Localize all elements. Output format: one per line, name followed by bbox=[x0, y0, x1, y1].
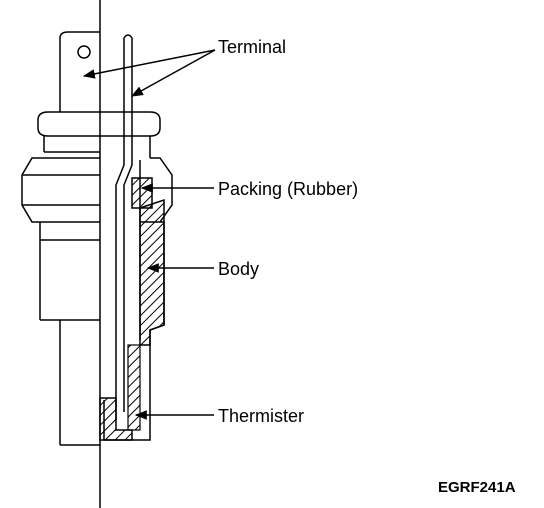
outer-terminal-top bbox=[59, 31, 100, 50]
packing-label: Packing (Rubber) bbox=[218, 179, 359, 199]
thermister-label: Thermister bbox=[218, 406, 305, 426]
body-hatched bbox=[139, 198, 165, 346]
figure-code: EGRF241A bbox=[438, 479, 516, 496]
terminal-label: Terminal bbox=[218, 37, 287, 57]
body-label: Body bbox=[218, 259, 260, 279]
terminal-leader-1 bbox=[82, 49, 216, 79]
terminal-hole bbox=[77, 45, 91, 59]
lower-body-hatched bbox=[127, 344, 141, 431]
terminal-leader-2 bbox=[130, 49, 216, 97]
inner-terminal-rod bbox=[115, 38, 125, 420]
upper-band bbox=[37, 111, 100, 137]
hex-nut bbox=[21, 157, 100, 223]
packing-rubber bbox=[131, 177, 153, 209]
thermister-element bbox=[99, 397, 133, 441]
